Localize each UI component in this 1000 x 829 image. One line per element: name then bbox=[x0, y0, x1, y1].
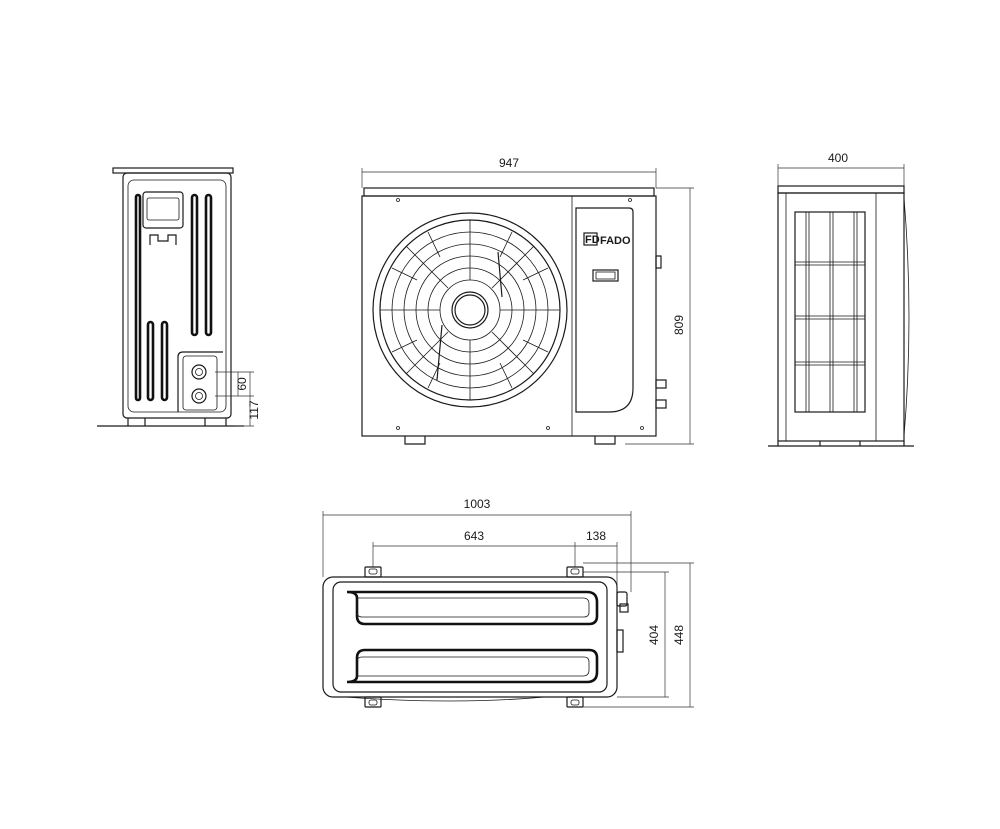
top-total-width-label: 1003 bbox=[464, 497, 491, 511]
brand-logo-box bbox=[583, 232, 598, 246]
front-view: FD FADO 947 809 bbox=[361, 156, 694, 445]
left-port-spacing-label: 60 bbox=[235, 377, 249, 391]
left-side-view: 60 117 bbox=[97, 167, 261, 427]
brand-name: FADO bbox=[600, 235, 631, 247]
brand-mark: FD bbox=[585, 234, 600, 246]
top-foot-offset-label: 138 bbox=[586, 529, 606, 543]
side-depth-label: 400 bbox=[828, 151, 848, 165]
fan-grille bbox=[372, 212, 568, 408]
left-port-height-label: 117 bbox=[247, 400, 261, 419]
top-total-depth-label: 448 bbox=[672, 625, 686, 645]
display-window bbox=[592, 269, 619, 282]
right-side-view: 400 bbox=[768, 151, 914, 447]
top-inner-depth-label: 404 bbox=[647, 625, 661, 645]
front-width-label: 947 bbox=[499, 156, 519, 170]
front-height-label: 809 bbox=[672, 315, 686, 335]
top-view: 1003 643 138 404 448 bbox=[322, 497, 694, 708]
top-foot-spacing-label: 643 bbox=[464, 529, 484, 543]
